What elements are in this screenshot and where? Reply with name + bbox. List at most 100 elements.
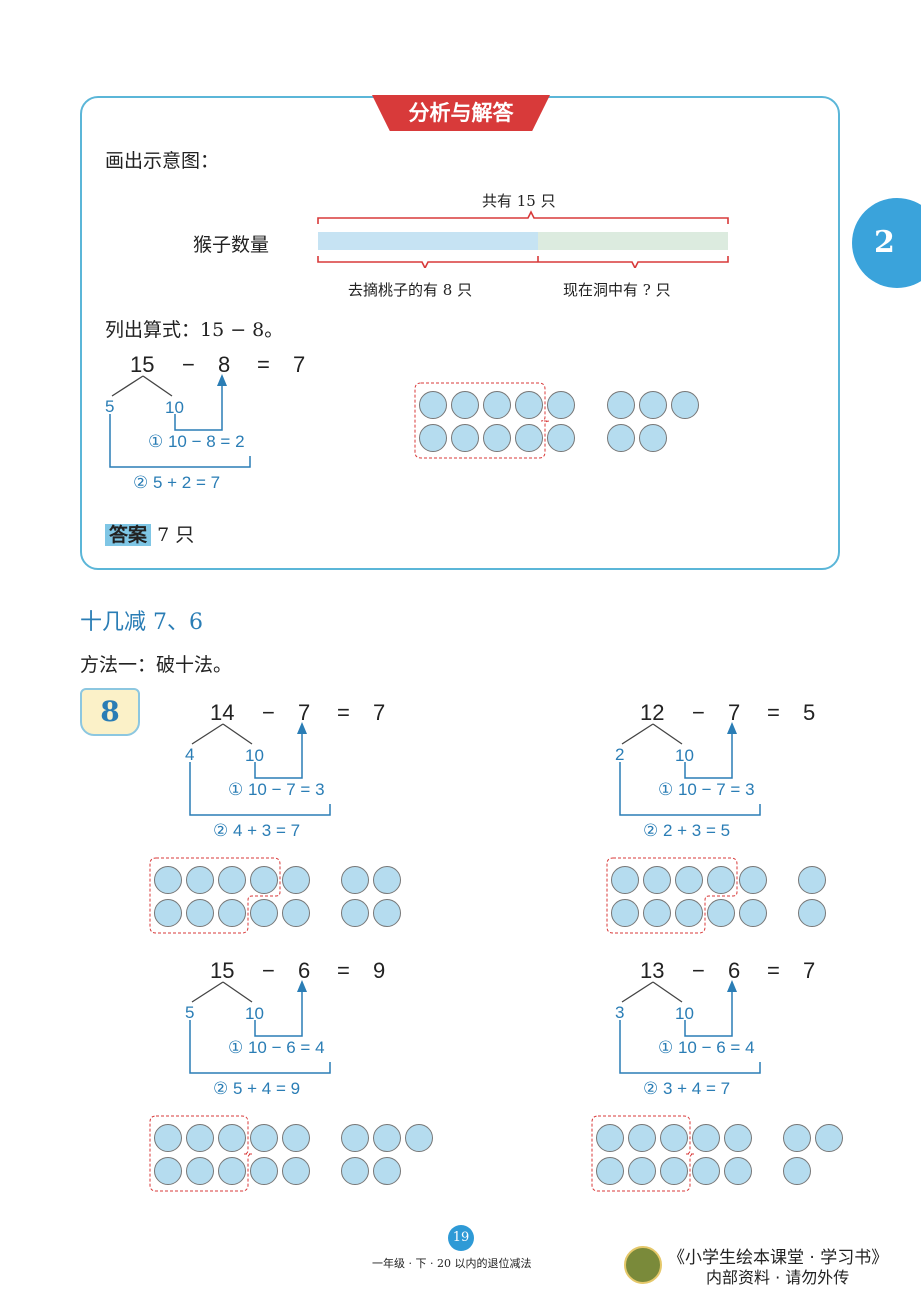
counter bbox=[675, 866, 703, 894]
footer-book: 《小学生绘本课堂 · 学习书》 bbox=[668, 1248, 889, 1268]
counter bbox=[282, 1157, 310, 1185]
counter bbox=[373, 1157, 401, 1185]
counter bbox=[282, 866, 310, 894]
counter bbox=[373, 899, 401, 927]
minuend: 14 bbox=[210, 700, 235, 725]
decomposition-lines bbox=[619, 980, 761, 1074]
counter bbox=[739, 866, 767, 894]
chapter-tab: 2 bbox=[852, 198, 921, 288]
step-one: ① 10 − 8 = 2 bbox=[148, 432, 245, 451]
counter bbox=[282, 899, 310, 927]
counter bbox=[724, 1124, 752, 1152]
footer-subtitle: 一年级 · 下 · 20 以内的退位减法 bbox=[372, 1257, 532, 1270]
counter bbox=[692, 1157, 720, 1185]
analysis-banner: 分析与解答 bbox=[372, 95, 550, 131]
ten-group-box bbox=[606, 857, 738, 934]
counter bbox=[724, 1157, 752, 1185]
split-part-ones: 5 bbox=[185, 1003, 195, 1022]
counter bbox=[218, 866, 246, 894]
ten-group-box bbox=[149, 1115, 253, 1192]
minus-sign: − bbox=[262, 700, 275, 725]
counter bbox=[675, 899, 703, 927]
counter bbox=[186, 866, 214, 894]
total-brace bbox=[317, 210, 729, 224]
decomposition-lines bbox=[109, 374, 251, 468]
step-one: ① 10 − 7 = 3 bbox=[658, 780, 755, 799]
equals-sign: = bbox=[337, 700, 350, 725]
equals-sign: = bbox=[767, 700, 780, 725]
counter bbox=[596, 1157, 624, 1185]
minus-sign: − bbox=[692, 700, 705, 725]
bar-part2 bbox=[538, 232, 728, 250]
split-part-ones: 2 bbox=[615, 745, 625, 764]
result: 5 bbox=[803, 700, 816, 725]
split-part-ten: 10 bbox=[245, 1004, 264, 1023]
split-part-ones: 4 bbox=[185, 745, 195, 764]
step-one: ① 10 − 7 = 3 bbox=[228, 780, 325, 799]
part2-label: 现在洞中有 ? 只 bbox=[563, 281, 671, 299]
split-part-ones: 5 bbox=[105, 397, 115, 416]
counter bbox=[628, 1124, 656, 1152]
counter bbox=[596, 1124, 624, 1152]
ten-group-box bbox=[591, 1115, 695, 1192]
counter bbox=[815, 1124, 843, 1152]
counter bbox=[611, 899, 639, 927]
counter bbox=[250, 866, 278, 894]
counter bbox=[341, 1157, 369, 1185]
result: 7 bbox=[373, 700, 386, 725]
subtrahend: 7 bbox=[298, 700, 311, 725]
counter bbox=[154, 899, 182, 927]
counter bbox=[628, 1157, 656, 1185]
result: 7 bbox=[293, 352, 306, 377]
minuend: 15 bbox=[130, 352, 155, 377]
minuend: 15 bbox=[210, 958, 235, 983]
draw-label: 画出示意图： bbox=[105, 150, 220, 172]
row-label: 猴子数量 bbox=[193, 234, 270, 256]
counter bbox=[405, 1124, 433, 1152]
counter bbox=[341, 899, 369, 927]
total-label: 共有 15 只 bbox=[482, 192, 556, 210]
bar-part1 bbox=[318, 232, 538, 250]
method-label: 方法一：破十法。 bbox=[80, 654, 233, 676]
counter bbox=[798, 866, 826, 894]
step-two: ② 3 + 4 = 7 bbox=[643, 1079, 731, 1098]
minus-sign: − bbox=[692, 958, 705, 983]
split-part-ten: 10 bbox=[165, 398, 184, 417]
section-title: 十几减 7、6 bbox=[80, 610, 203, 635]
counter bbox=[186, 899, 214, 927]
split-part-ten: 10 bbox=[675, 746, 694, 765]
step-two: ② 5 + 2 = 7 bbox=[133, 473, 221, 492]
bar-diagram bbox=[317, 210, 729, 268]
counter bbox=[154, 1157, 182, 1185]
part-braces bbox=[317, 256, 729, 268]
subtrahend: 6 bbox=[298, 958, 311, 983]
counter bbox=[660, 1157, 688, 1185]
minuend: 12 bbox=[640, 700, 665, 725]
minus-sign: − bbox=[182, 352, 195, 377]
decomposition-lines bbox=[619, 722, 761, 816]
step-one: ① 10 − 6 = 4 bbox=[228, 1038, 325, 1057]
counter bbox=[739, 899, 767, 927]
counter bbox=[250, 1124, 278, 1152]
counter bbox=[783, 1124, 811, 1152]
split-part-ten: 10 bbox=[245, 746, 264, 765]
minuend: 13 bbox=[640, 958, 665, 983]
subtrahend: 7 bbox=[728, 700, 741, 725]
equals-sign: = bbox=[337, 958, 350, 983]
answer-row: 答案 7 只 bbox=[105, 520, 194, 547]
counter bbox=[341, 1124, 369, 1152]
counter bbox=[154, 866, 182, 894]
counter bbox=[218, 1124, 246, 1152]
equals-sign: = bbox=[257, 352, 270, 377]
counter bbox=[707, 899, 735, 927]
page-number: 19 bbox=[448, 1225, 474, 1251]
counter bbox=[186, 1124, 214, 1152]
result: 7 bbox=[803, 958, 816, 983]
counter bbox=[218, 899, 246, 927]
counter bbox=[218, 1157, 246, 1185]
decomposition-lines bbox=[189, 980, 331, 1074]
example-badge: 8 bbox=[80, 688, 140, 736]
decomposition-lines bbox=[189, 722, 331, 816]
counter bbox=[282, 1124, 310, 1152]
